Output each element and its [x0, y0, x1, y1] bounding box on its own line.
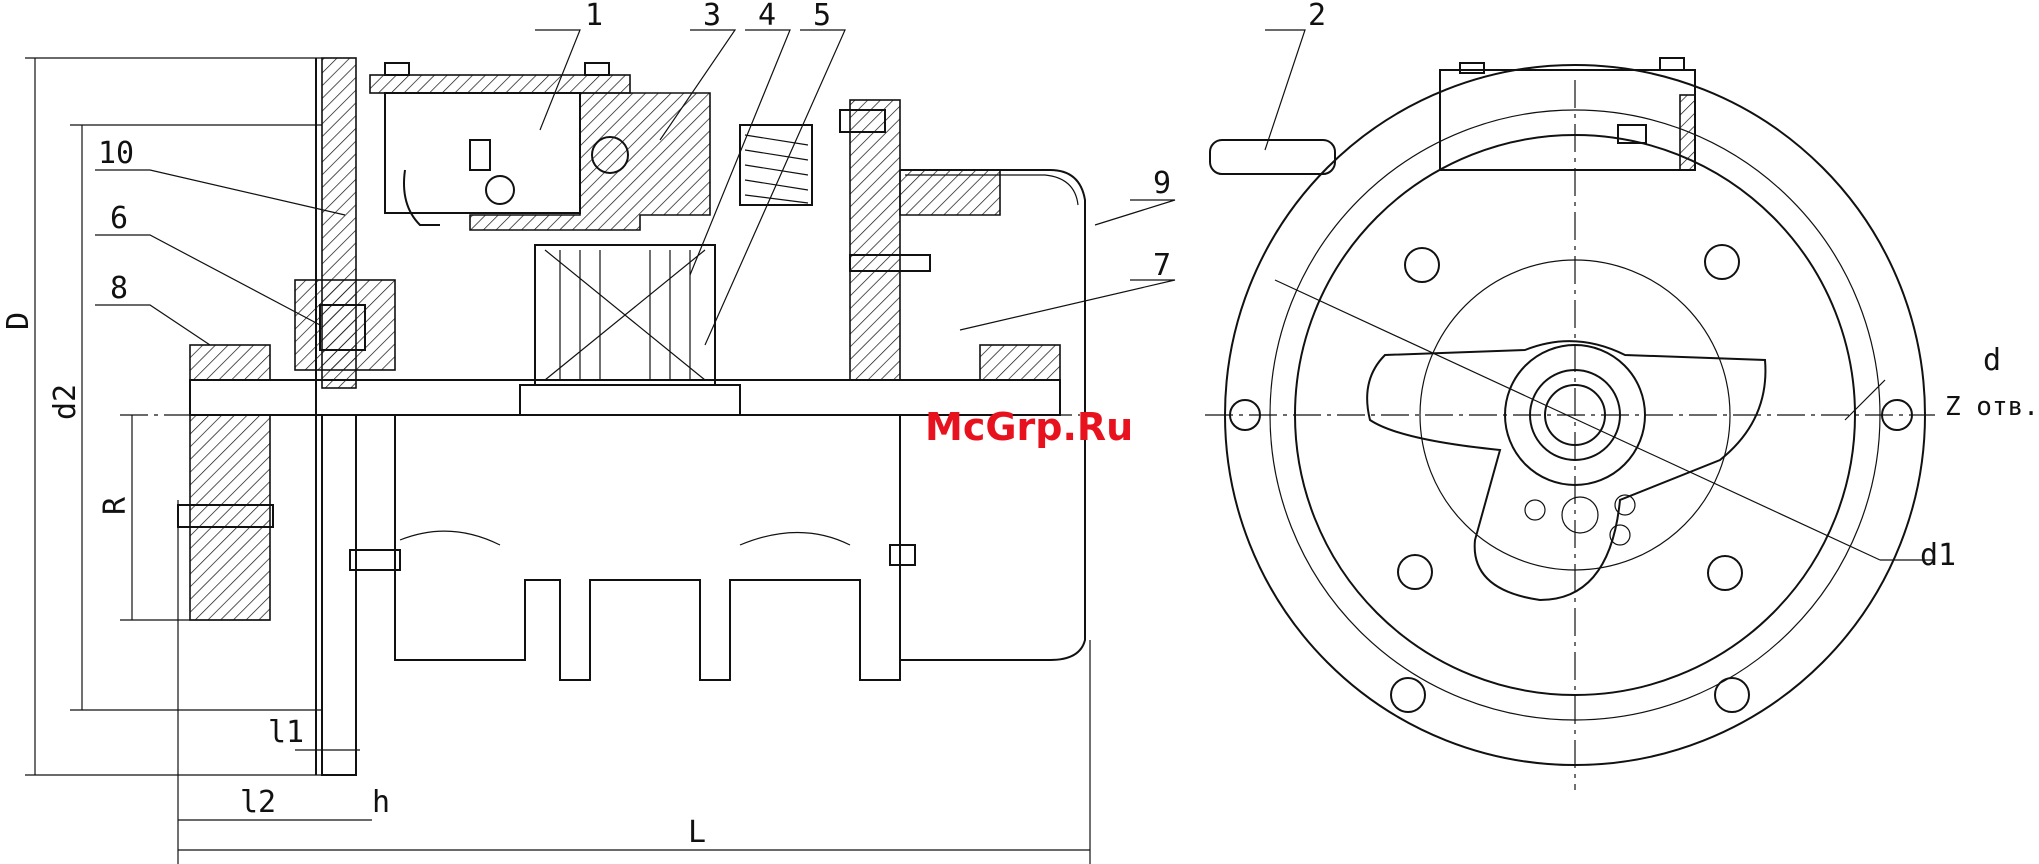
rotor-core	[535, 245, 715, 385]
top-cover	[370, 75, 630, 93]
eccentric-weights	[178, 345, 273, 620]
callout-1: 1	[585, 0, 603, 33]
dim-d2: d2	[48, 384, 83, 420]
dim-L: L	[688, 815, 706, 850]
dim-l2: l2	[240, 785, 276, 820]
terminal-box	[385, 93, 580, 213]
dim-h: h	[372, 785, 390, 820]
dim-holes: Z отв.	[1945, 392, 2039, 422]
end-shield	[850, 100, 900, 380]
housing-body	[395, 415, 900, 680]
bearing-housing	[295, 280, 395, 370]
callout-7: 7	[1153, 248, 1171, 283]
mounting-holes	[1230, 245, 1912, 712]
dim-d: d	[1983, 343, 2001, 378]
dim-d1: d1	[1920, 538, 1956, 573]
d1-dimension-line	[1275, 280, 1880, 560]
dim-l1: l1	[268, 715, 304, 750]
dim-D: D	[1, 312, 36, 330]
end-view	[1205, 58, 1935, 790]
callout-5: 5	[813, 0, 831, 33]
watermark: McGrp.Ru	[925, 405, 1133, 449]
callout-8: 8	[110, 271, 128, 306]
stator-housing	[470, 93, 710, 230]
spring-element	[740, 125, 812, 205]
flange-lower	[322, 415, 356, 775]
callout-9: 9	[1153, 166, 1171, 201]
callout-2: 2	[1308, 0, 1326, 33]
callout-6: 6	[110, 201, 128, 236]
callout-3: 3	[703, 0, 721, 33]
dim-R: R	[98, 496, 133, 515]
cable-gland	[1210, 140, 1335, 174]
callout-10: 10	[98, 136, 134, 171]
callout-4: 4	[758, 0, 776, 33]
